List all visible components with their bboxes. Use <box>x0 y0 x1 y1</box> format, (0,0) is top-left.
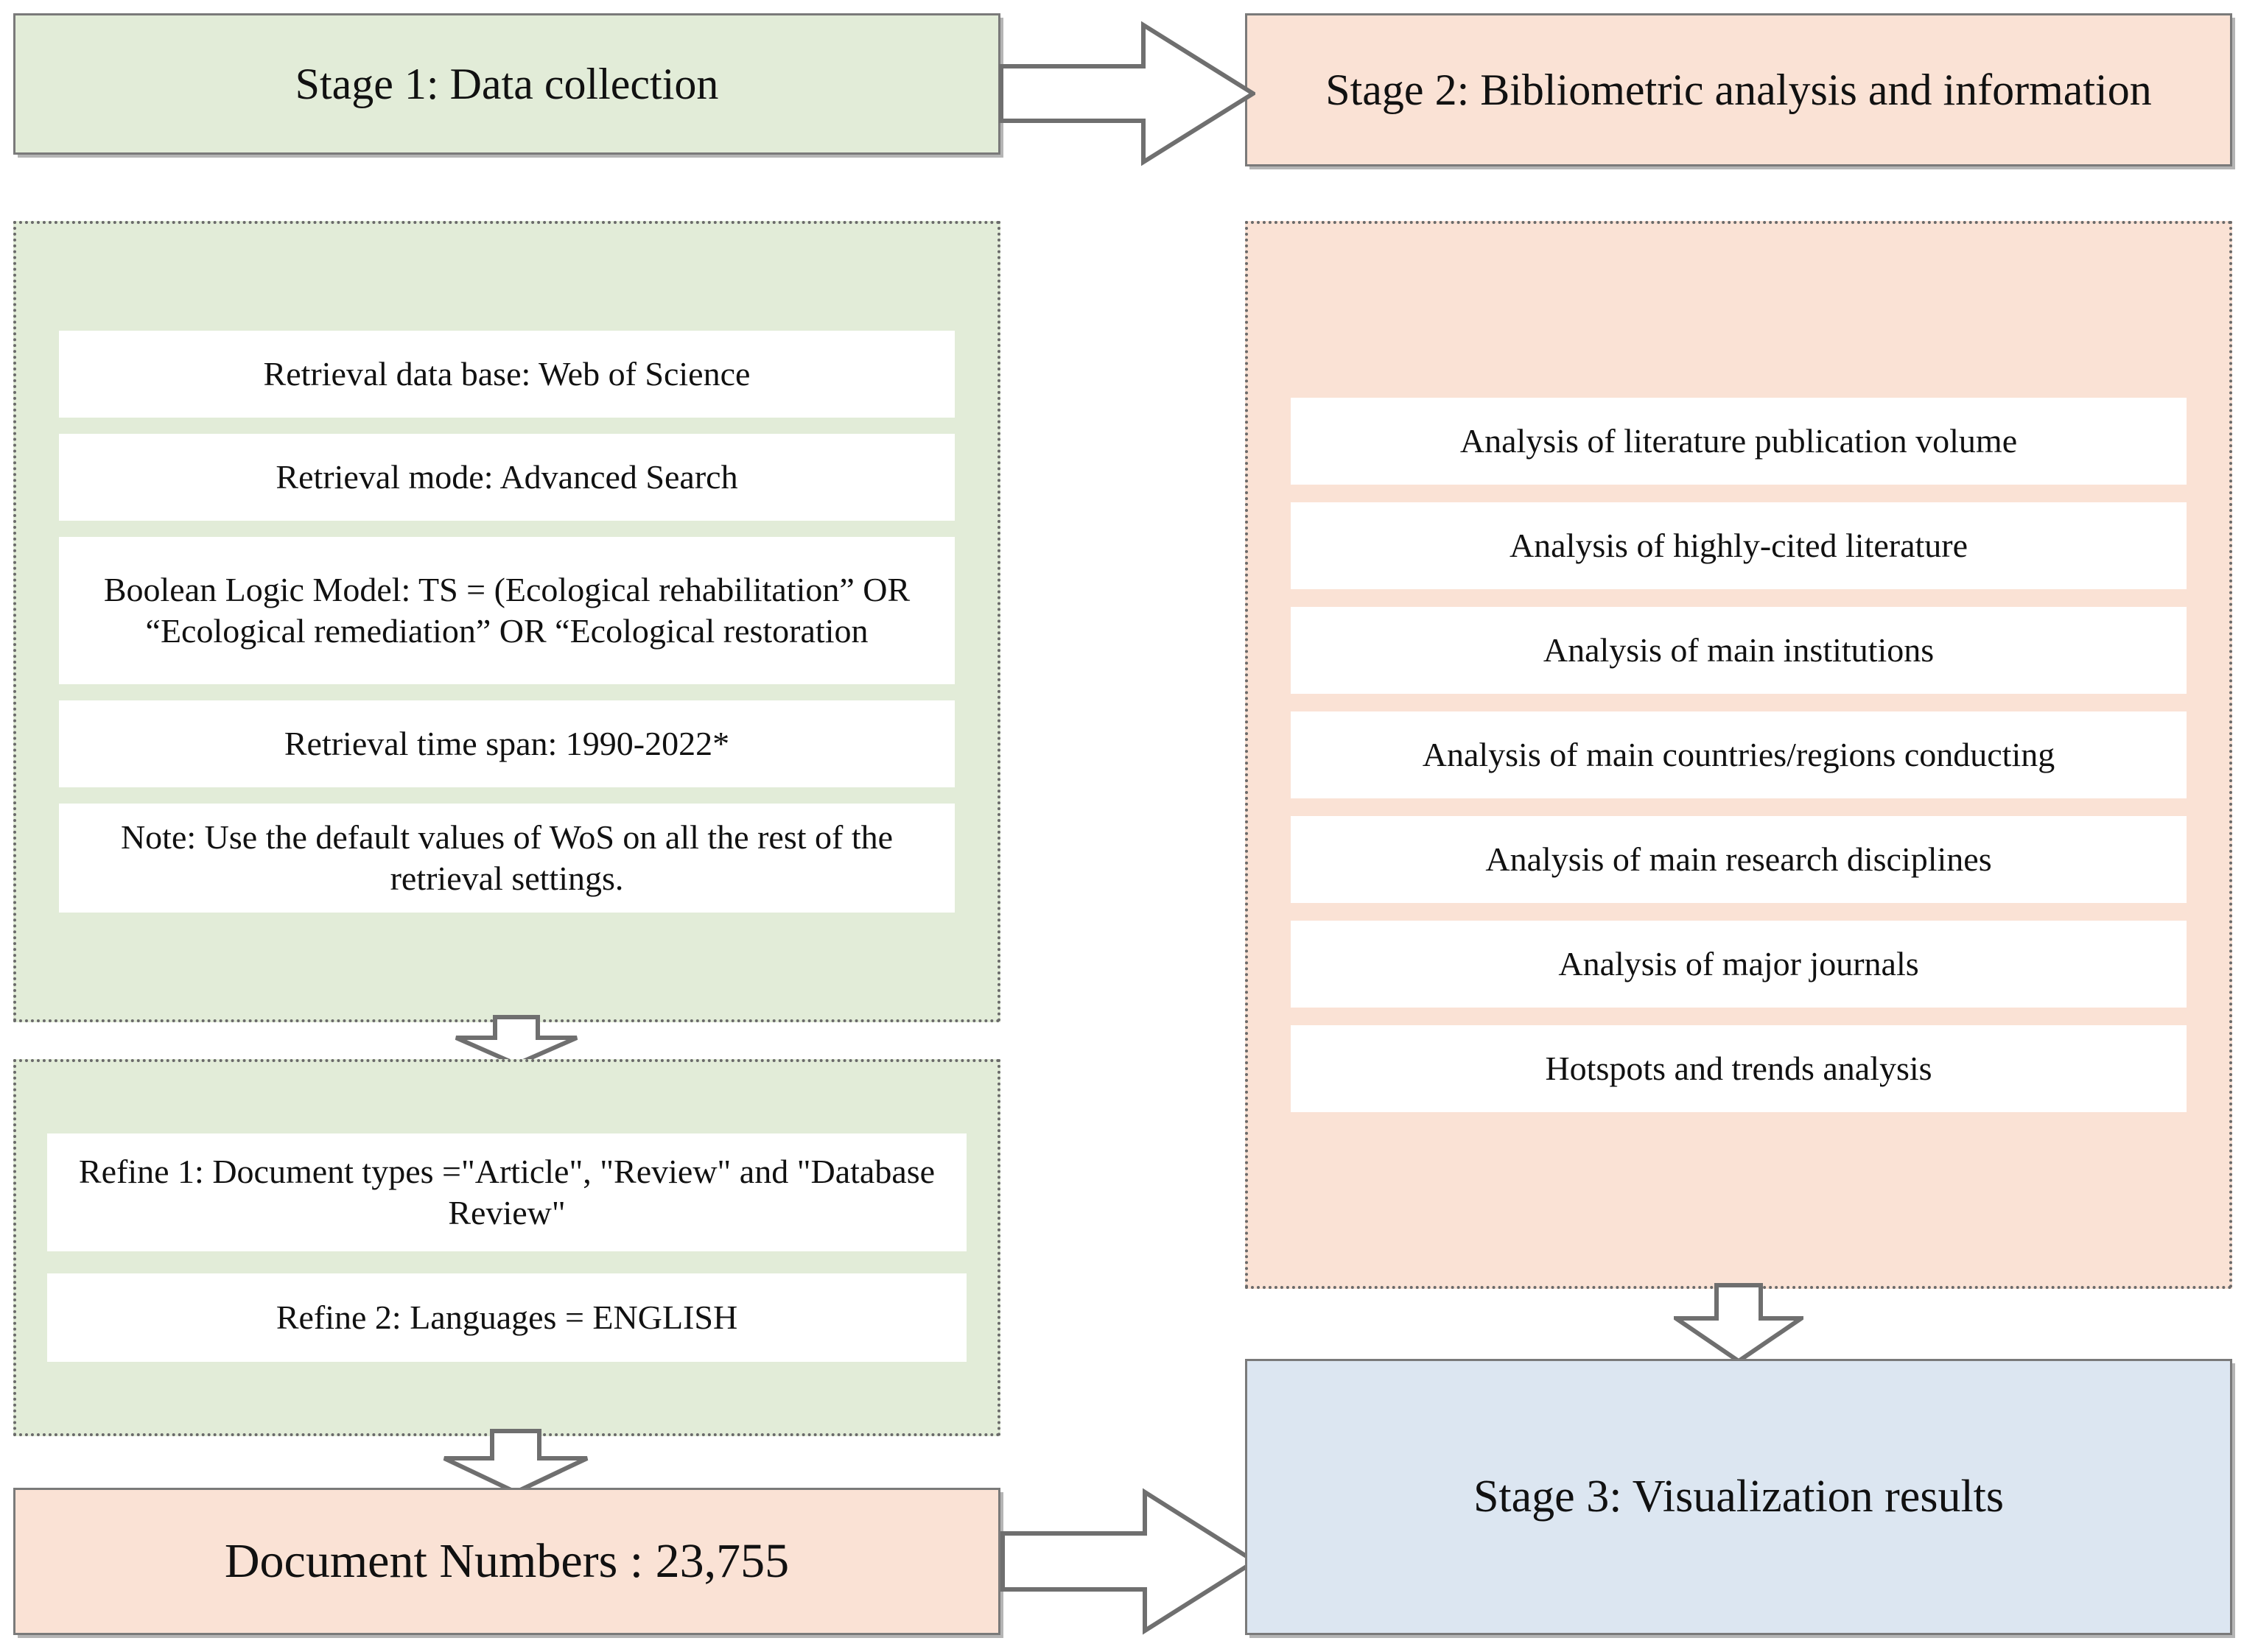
document-numbers-label: Document Numbers : 23,755 <box>224 1533 790 1588</box>
list-item: Refine 1: Document types ="Article", "Re… <box>47 1133 967 1251</box>
refine-panel: Refine 1: Document types ="Article", "Re… <box>13 1059 1000 1436</box>
list-item: Retrieval data base: Web of Science <box>59 331 955 418</box>
list-item: Refine 2: Languages = ENGLISH <box>47 1273 967 1362</box>
arrow-document-numbers-to-stage3 <box>1000 1488 1257 1635</box>
bibliometric-analysis-panel: Analysis of literature publication volum… <box>1245 221 2232 1289</box>
stage2-header-label: Stage 2: Bibliometric analysis and infor… <box>1325 65 2152 114</box>
list-item: Analysis of literature publication volum… <box>1291 398 2187 485</box>
data-collection-item-list: Retrieval data base: Web of Science Retr… <box>16 224 997 1019</box>
arrow-stage1-to-stage2 <box>999 21 1255 166</box>
stage3-label: Stage 3: Visualization results <box>1473 1471 2005 1522</box>
refine-item-list: Refine 1: Document types ="Article", "Re… <box>16 1062 997 1433</box>
list-item: Analysis of highly-cited literature <box>1291 502 2187 589</box>
stage1-header-label: Stage 1: Data collection <box>295 59 719 108</box>
list-item: Analysis of main institutions <box>1291 607 2187 694</box>
arrow-refine-to-document-numbers <box>442 1429 589 1495</box>
stage2-header-box: Stage 2: Bibliometric analysis and infor… <box>1245 13 2232 166</box>
list-item: Hotspots and trends analysis <box>1291 1025 2187 1112</box>
list-item: Boolean Logic Model: TS = (Ecological re… <box>59 537 955 684</box>
document-numbers-box: Document Numbers : 23,755 <box>13 1488 1000 1635</box>
data-collection-panel: Retrieval data base: Web of Science Retr… <box>13 221 1000 1022</box>
list-item: Analysis of major journals <box>1291 921 2187 1008</box>
list-item: Analysis of main countries/regions condu… <box>1291 711 2187 798</box>
list-item: Note: Use the default values of WoS on a… <box>59 804 955 913</box>
arrow-collection-to-refine <box>454 1015 579 1066</box>
analysis-item-list: Analysis of literature publication volum… <box>1248 224 2229 1286</box>
stage3-box: Stage 3: Visualization results <box>1245 1359 2232 1635</box>
list-item: Analysis of main research disciplines <box>1291 816 2187 903</box>
arrow-analysis-to-stage3 <box>1674 1283 1803 1364</box>
list-item: Retrieval mode: Advanced Search <box>59 434 955 521</box>
stage1-header-box: Stage 1: Data collection <box>13 13 1000 155</box>
list-item: Retrieval time span: 1990-2022* <box>59 700 955 787</box>
